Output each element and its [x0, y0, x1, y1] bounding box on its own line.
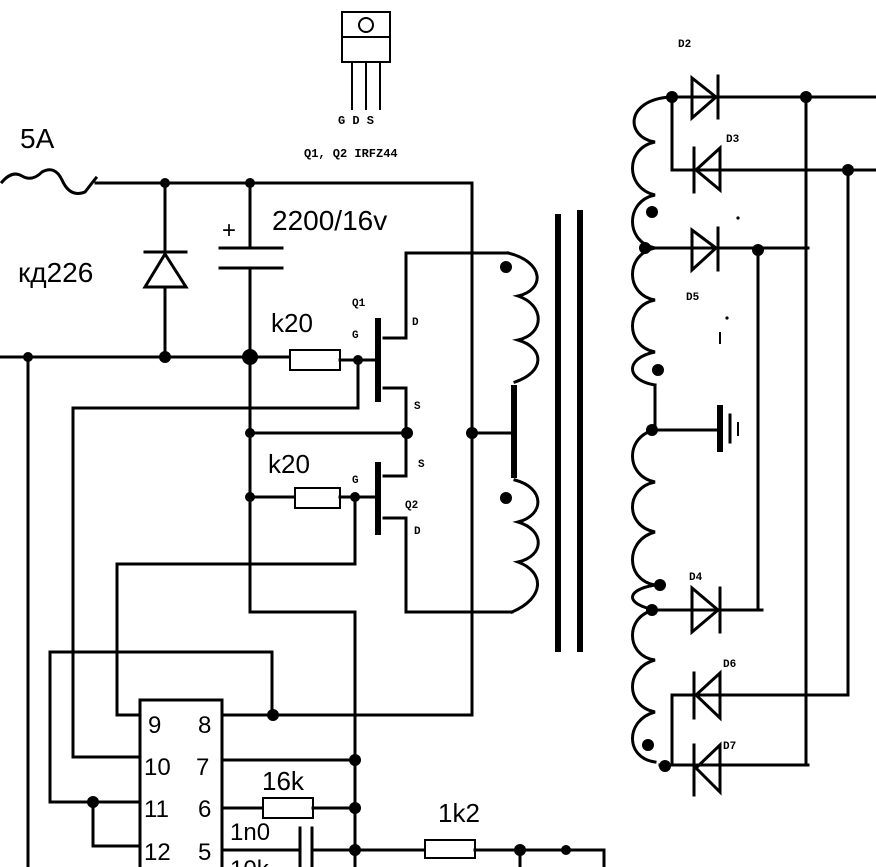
mosfet-q1 — [375, 318, 408, 402]
diode-d7-symbol — [693, 741, 722, 796]
fuse-symbol — [0, 168, 99, 195]
label-r-16k: 16k — [262, 766, 305, 796]
ic-pin-10: 10 — [144, 754, 171, 781]
transformer — [506, 95, 739, 764]
gate-drive-wiring — [71, 358, 360, 759]
label-d3: D3 — [726, 134, 740, 146]
primary-winding-upper — [506, 251, 540, 384]
label-d2: D2 — [678, 39, 691, 51]
capacitor-plus-sign: + — [222, 217, 236, 244]
diode-d4-symbol — [690, 584, 721, 636]
output-diodes — [650, 74, 876, 797]
secondary-winding-lower — [631, 428, 657, 764]
junction-dots — [23, 91, 854, 856]
label-d7: D7 — [723, 741, 736, 753]
label-r1: k20 — [271, 308, 313, 338]
diode-d5-symbol — [690, 227, 719, 274]
controller-ic — [48, 610, 606, 867]
label-q1-gate: G — [352, 330, 359, 342]
resistor-1k2 — [424, 839, 476, 859]
ic-pin-6: 6 — [198, 796, 211, 823]
label-q2-source: S — [418, 459, 425, 471]
ic-pin-12: 12 — [144, 839, 171, 866]
secondary-winding-upper — [631, 95, 672, 387]
label-q2-gate: G — [352, 475, 359, 487]
diode-d2-symbol — [690, 74, 719, 122]
label-q1-source: S — [414, 401, 421, 413]
label-q2-drain: D — [414, 526, 421, 538]
resistor-r2 — [294, 487, 341, 509]
ic-pin-11: 11 — [144, 796, 169, 823]
label-d5: D5 — [686, 292, 700, 304]
label-mosfet-pins: G D S — [338, 114, 374, 128]
label-fuse: 5A — [20, 123, 55, 154]
label-mosfet-model: Q1, Q2 IRFZ44 — [304, 147, 398, 161]
resistor-r1 — [289, 349, 341, 371]
diode-d6-symbol — [693, 669, 722, 722]
mosfet-q2 — [375, 462, 408, 535]
gate-resistors — [248, 349, 377, 509]
label-q1-drain: D — [412, 317, 419, 329]
diode-kd226-symbol — [142, 251, 189, 289]
diode-d3-symbol — [693, 144, 722, 194]
label-c-1n0: 1n0 — [230, 819, 270, 846]
text-labels: 5A кд226 2200/16v G D S Q1, Q2 IRFZ44 Q1… — [18, 39, 740, 867]
label-d4: D4 — [689, 572, 703, 584]
label-r-partial: 10k — [230, 856, 270, 867]
label-diode-kd226: кд226 — [18, 257, 93, 288]
ic-pin-5: 5 — [198, 839, 211, 866]
input-section: + — [0, 168, 474, 867]
label-r2: k20 — [268, 449, 310, 479]
label-d6: D6 — [723, 659, 736, 671]
ic-pin-9: 9 — [148, 712, 161, 739]
resistor-16k — [262, 797, 314, 819]
label-r-1k2: 1k2 — [438, 798, 480, 828]
label-capacitor: 2200/16v — [272, 205, 387, 236]
primary-winding-lower — [510, 478, 540, 614]
ic-pin-7: 7 — [196, 754, 209, 781]
label-q1: Q1 — [352, 298, 366, 310]
mosfet-package-drawing — [341, 11, 391, 110]
ic-body — [138, 698, 224, 867]
ic-pin-8: 8 — [198, 712, 211, 739]
label-q2: Q2 — [405, 500, 418, 512]
